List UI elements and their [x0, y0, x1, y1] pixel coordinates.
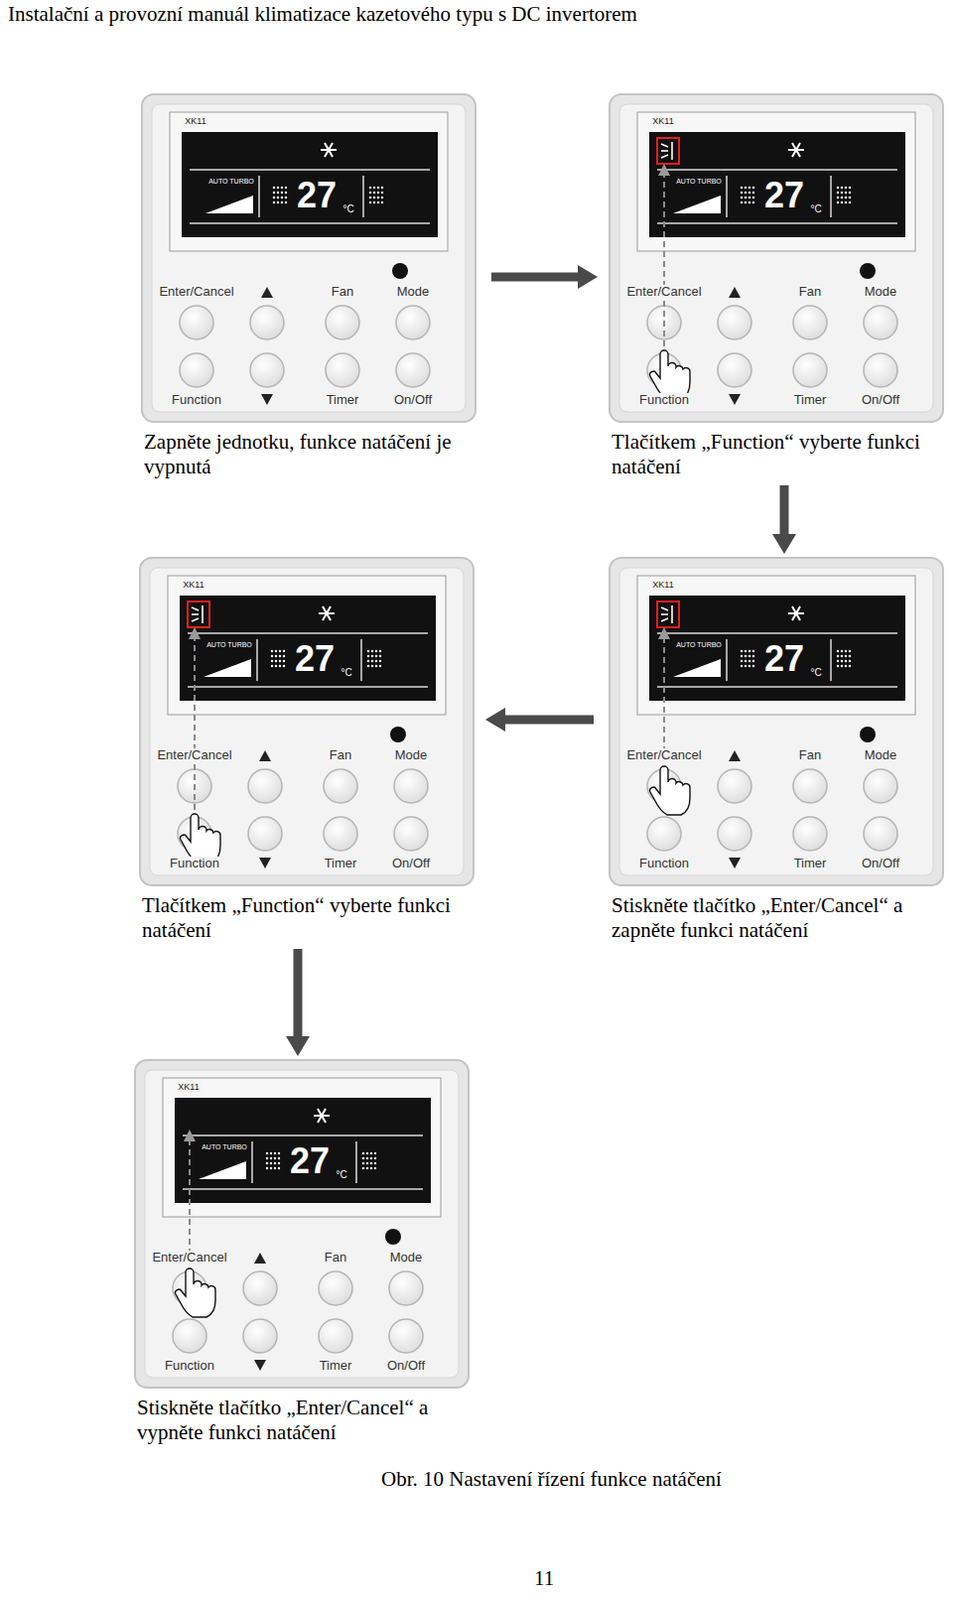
step-caption: Stiskněte tlačítko „Enter/Cancel“ a vypn… [136, 1395, 469, 1446]
button-label: Function [637, 393, 691, 408]
remote-controller: XK11AUTO TURBO 27°C Enter/Cancel Fan ModeFun… [133, 1058, 471, 1450]
controller-illustration [607, 555, 946, 888]
temperature-readout: 27 [762, 175, 807, 216]
button-label: Enter/Cancel [624, 748, 703, 763]
button-label: Function [167, 856, 222, 871]
button-label: Fan [797, 748, 823, 763]
display-text: °C [333, 1169, 349, 1181]
step-caption: Tlačítkem „Function“ vyberte funkci natá… [141, 893, 474, 944]
display-text: AUTO TURBO [674, 641, 724, 650]
button-label: Function [162, 1359, 217, 1373]
display-text: °C [338, 667, 354, 679]
step-caption: Stiskněte tlačítko „Enter/Cancel“ a zapn… [611, 893, 944, 944]
button-label: Enter/Cancel [154, 748, 234, 763]
flow-arrow [285, 949, 310, 1057]
button-label: On/Off [385, 1359, 427, 1373]
flow-arrow [772, 485, 797, 554]
button-label: Mode [395, 284, 432, 299]
display-text: XK11 [650, 117, 676, 128]
page-header: Instalační a provozní manuál klimatizace… [7, 1, 638, 27]
display-text: XK11 [175, 1083, 201, 1093]
page-number: 11 [534, 1566, 554, 1592]
display-text: AUTO TURBO [204, 641, 255, 650]
controller-illustration [137, 555, 476, 888]
controller-illustration [133, 1058, 471, 1390]
button-label: Timer [322, 856, 360, 871]
button-label: Enter/Cancel [624, 284, 703, 299]
remote-controller: XK11AUTO TURBO 27°C Enter/Cancel Fan ModeFun… [137, 555, 476, 948]
controller-illustration [607, 92, 946, 424]
remote-controller: XK11AUTO TURBO 27°C Enter/Cancel Fan ModeFun… [607, 92, 946, 484]
button-label: Timer [317, 1359, 355, 1373]
remote-controller: XK11AUTO TURBO 27°C Enter/Cancel Fan ModeFun… [139, 92, 478, 484]
button-label: Mode [862, 748, 900, 763]
temperature-readout: 27 [762, 639, 807, 680]
button-label: Timer [792, 393, 829, 408]
display-text: °C [808, 667, 823, 679]
flow-arrow [485, 707, 594, 732]
display-text: AUTO TURBO [206, 177, 257, 186]
button-label: Enter/Cancel [149, 1250, 229, 1265]
button-label: Fan [322, 1250, 349, 1265]
button-label: Fan [327, 748, 354, 763]
controller-illustration [139, 92, 478, 424]
button-label: Mode [862, 284, 900, 299]
button-label: Fan [797, 284, 823, 299]
button-label: Function [169, 393, 224, 408]
button-label: On/Off [390, 856, 432, 871]
button-label: On/Off [859, 856, 902, 871]
figure-caption: Obr. 10 Nastavení řízení funkce natáčení [381, 1467, 722, 1493]
display-text: XK11 [180, 580, 206, 591]
display-text: AUTO TURBO [199, 1143, 250, 1152]
display-text: XK11 [182, 117, 208, 128]
display-text: °C [808, 203, 823, 215]
display-text: °C [340, 203, 356, 215]
button-label: Mode [388, 1250, 425, 1265]
remote-controller: XK11AUTO TURBO 27°C Enter/Cancel Fan ModeFun… [607, 555, 946, 948]
button-label: Timer [792, 856, 829, 871]
button-label: Timer [324, 393, 362, 408]
step-caption: Zapněte jednotku, funkce natáčení je vyp… [143, 429, 476, 480]
display-text: XK11 [650, 580, 676, 591]
button-label: Function [637, 856, 691, 871]
flow-arrow [491, 265, 598, 289]
temperature-readout: 27 [292, 639, 337, 680]
button-label: Fan [329, 284, 356, 299]
button-label: Enter/Cancel [156, 284, 236, 299]
display-text: AUTO TURBO [674, 177, 724, 186]
temperature-readout: 27 [294, 175, 339, 216]
button-label: On/Off [392, 393, 434, 408]
button-label: On/Off [859, 393, 902, 408]
step-caption: Tlačítkem „Function“ vyberte funkci natá… [611, 429, 944, 480]
button-label: Mode [393, 748, 430, 763]
temperature-readout: 27 [287, 1141, 332, 1182]
